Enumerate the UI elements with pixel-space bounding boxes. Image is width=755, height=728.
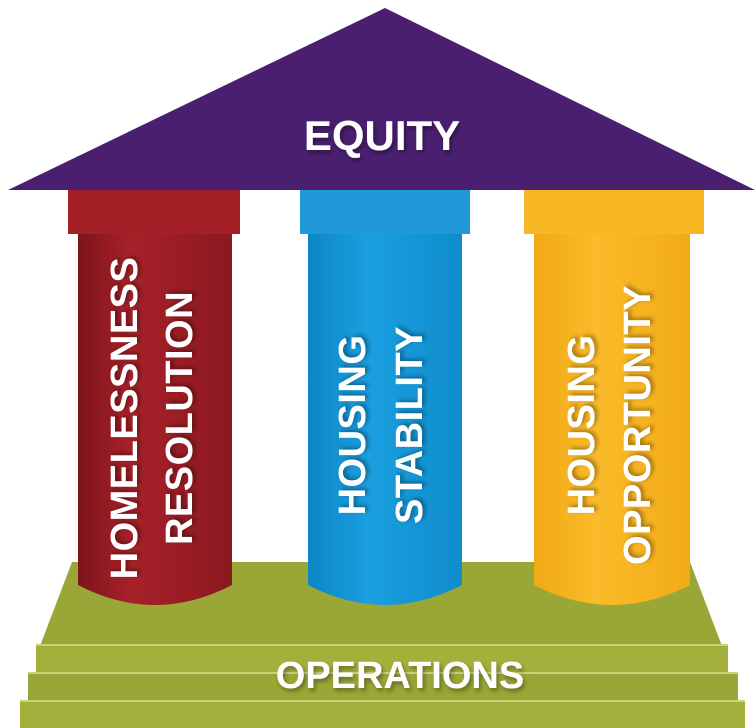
pillar-cap xyxy=(300,190,470,234)
pillar-housing-opportunity: HOUSING OPPORTUNITY xyxy=(524,190,704,605)
roof-label: EQUITY xyxy=(304,112,460,159)
pillar-shaft xyxy=(308,234,462,605)
step-middle xyxy=(36,644,728,674)
pillar-line2: RESOLUTION xyxy=(159,291,201,545)
pillar-shaft xyxy=(78,234,232,605)
pillar-cap xyxy=(524,190,704,234)
pillar-line2: STABILITY xyxy=(389,326,431,524)
pillar-housing-stability: HOUSING STABILITY xyxy=(300,190,470,605)
step-lower xyxy=(28,672,738,702)
pillar-cap xyxy=(68,190,240,234)
pillar-line1: HOUSING xyxy=(332,335,374,516)
pillar-shaft xyxy=(534,234,690,605)
pillar-homelessness-resolution: HOMELESSNESS RESOLUTION xyxy=(68,190,240,605)
step-bottom xyxy=(20,700,745,728)
pillar-line2: OPPORTUNITY xyxy=(617,285,659,565)
pillar-line1: HOMELESSNESS xyxy=(104,257,146,580)
roof-triangle xyxy=(8,8,755,190)
roof: EQUITY xyxy=(8,8,755,190)
pillar-line1: HOUSING xyxy=(561,335,603,516)
base-label: OPERATIONS xyxy=(276,655,524,697)
